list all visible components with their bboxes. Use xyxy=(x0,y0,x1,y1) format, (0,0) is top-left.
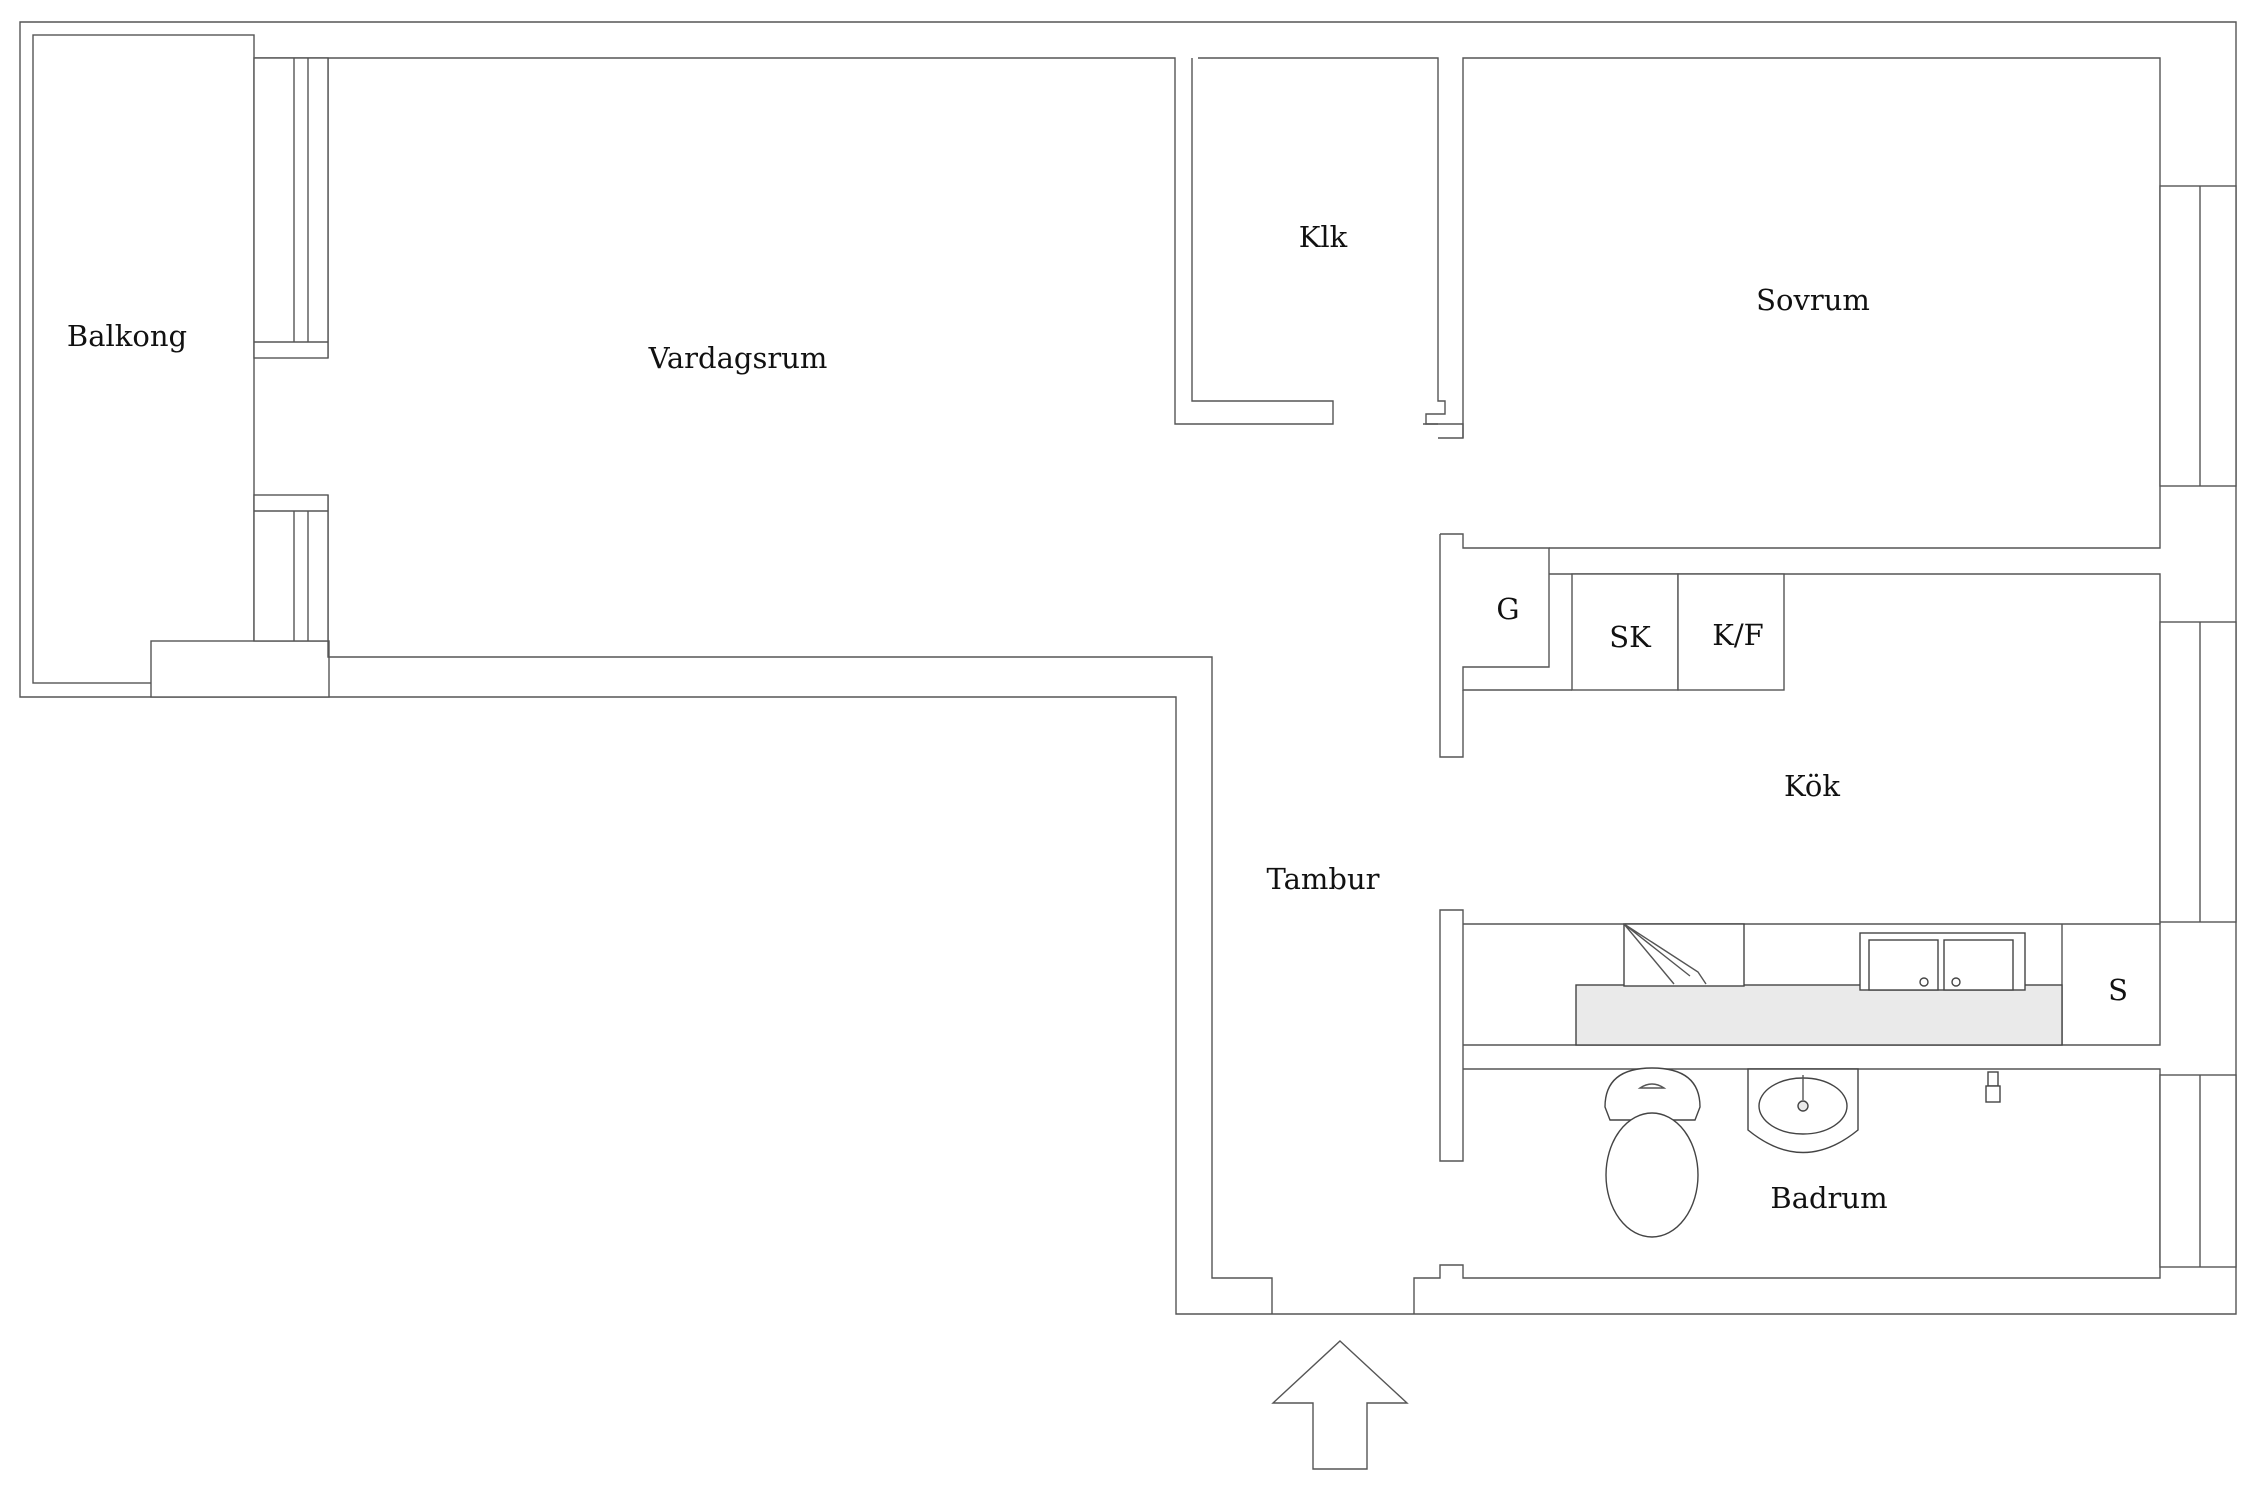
label-vardagsrum: Vardagsrum xyxy=(648,341,828,375)
label-sk: SK xyxy=(1609,620,1652,654)
toilet-icon xyxy=(1604,1067,1701,1238)
shower-icon xyxy=(1985,1071,2001,1103)
closet-column-wall xyxy=(1439,534,1464,758)
balcony-window-upper xyxy=(253,57,329,359)
label-g: G xyxy=(1496,592,1519,626)
label-kf: K/F xyxy=(1712,618,1764,652)
sink-icon xyxy=(1859,932,2026,991)
klk-closet-wall xyxy=(1198,57,1446,425)
stove-icon xyxy=(1623,923,1745,987)
outer-perimeter-wall xyxy=(19,21,2237,1315)
kitchen-walls xyxy=(1413,185,2237,1314)
g-closet-wall xyxy=(1440,533,1572,691)
sovrum-wall xyxy=(1462,57,2161,549)
entrance-arrow-icon xyxy=(1271,1340,1409,1470)
inner-wall-face-top xyxy=(255,57,1334,425)
sk-cabinet xyxy=(1571,573,1679,691)
balkong-outline xyxy=(32,34,255,684)
label-badrum: Badrum xyxy=(1770,1181,1887,1215)
outer-walls xyxy=(19,21,2237,1315)
room-labels: Balkong Vardagsrum Klk Sovrum G SK K/F K… xyxy=(67,220,2128,1215)
kf-cabinet xyxy=(1677,573,1785,691)
vardagsrum-left-wall-lower xyxy=(327,495,1273,1314)
living-room-walls xyxy=(253,57,1273,1314)
label-s: S xyxy=(2108,973,2128,1007)
balcony-window-lower xyxy=(253,494,329,642)
bathroom-window xyxy=(2159,1074,2237,1268)
kitchen-counter xyxy=(1575,984,2063,1046)
label-kok: Kök xyxy=(1784,769,1840,803)
bathroom-fixtures xyxy=(1604,1067,2001,1238)
washbasin-icon xyxy=(1747,1068,1859,1154)
label-klk: Klk xyxy=(1299,220,1348,254)
sovrum-window xyxy=(2159,185,2237,487)
arrow-up-icon xyxy=(1271,1340,1409,1470)
label-balkong: Balkong xyxy=(67,319,187,353)
kitchen-fixtures xyxy=(1575,923,2063,1046)
kitchen-lower-wall-column xyxy=(1439,909,1464,1162)
balkong-area xyxy=(32,34,330,698)
label-tambur: Tambur xyxy=(1267,862,1380,896)
label-sovrum: Sovrum xyxy=(1756,283,1870,317)
kitchen-window xyxy=(2159,621,2237,923)
klk-door-jamb xyxy=(1423,423,1464,439)
balkong-step xyxy=(150,640,330,698)
